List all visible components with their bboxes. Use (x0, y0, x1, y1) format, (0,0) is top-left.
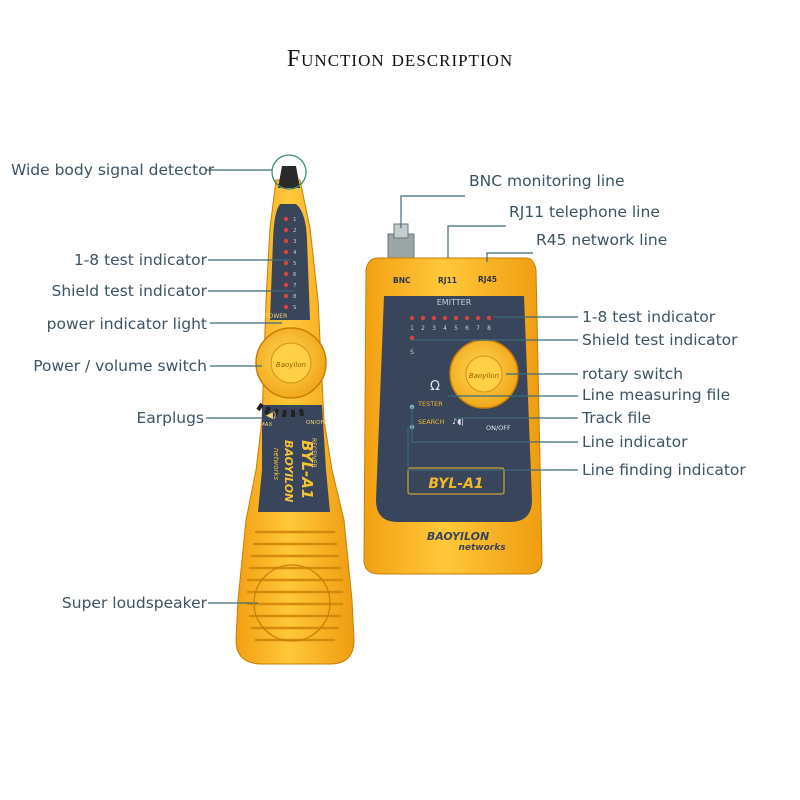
emitter-unit (363, 223, 543, 575)
volume-scale (256, 402, 304, 418)
search-label: SEARCH (418, 418, 444, 426)
receiver-led-3 (283, 238, 289, 244)
emitter-led-label: 2 (421, 325, 425, 332)
label-power-volume-switch: Power / volume switch (33, 357, 207, 375)
emitter-led-label: 4 (443, 325, 447, 332)
emitter-led-label: 1 (410, 325, 414, 332)
receiver-receiver-text: RECEIVER (310, 438, 317, 468)
emitter-led-7 (475, 315, 481, 321)
receiver-lower-panel (258, 405, 330, 512)
emitter-badge: Baoyilon (469, 372, 499, 380)
receiver-led-panel (270, 204, 310, 320)
detector-tip (278, 166, 300, 188)
emitter-brand-sub: networks (458, 543, 506, 553)
emitter-led-4 (442, 315, 448, 321)
receiver-led-5 (283, 260, 289, 266)
receiver-probe (235, 166, 355, 665)
emitter-led-label: 3 (432, 325, 436, 332)
emitter-led-5 (453, 315, 459, 321)
receiver-onoff-text: ON/OFF (306, 420, 327, 426)
receiver-model: BYL-A1 (298, 440, 316, 499)
receiver-badge: Baoyilon (276, 361, 306, 369)
emitter-model: BYL-A1 (428, 476, 483, 492)
receiver-brand-name: BAOYILON (282, 440, 295, 502)
label-bnc-monitoring-line: BNC monitoring line (469, 172, 625, 190)
label-track-file: Track file (582, 409, 652, 427)
receiver-led-1 (283, 216, 289, 222)
receiver-led-label: 6 (293, 272, 297, 278)
port-rj11-label: RJ11 (438, 276, 457, 285)
label-receiver-test-indicator: 1-8 test indicator (73, 251, 207, 269)
receiver-led-label: 2 (293, 228, 297, 234)
label-super-loudspeaker: Super loudspeaker (61, 594, 207, 612)
label-line-finding-indicator: Line finding indicator (582, 461, 746, 479)
label-line-indicator: Line indicator (582, 433, 688, 451)
receiver-led-label: 1 (293, 217, 297, 223)
emitter-brand-name: BAOYILON (427, 530, 489, 543)
track-file-symbol: ♪◖| (452, 417, 464, 426)
label-receiver-shield-test: Shield test indicator (51, 282, 208, 300)
emitter-label: EMITTER (437, 298, 472, 307)
emitter-led-8 (486, 315, 492, 321)
emitter-onoff-label: ON/OFF (486, 424, 511, 432)
label-wide-body-signal-detector: Wide body signal detector (11, 161, 215, 179)
emitter-led-2 (420, 315, 426, 321)
receiver-led-8 (283, 293, 289, 299)
receiver-brand-sub: networks (272, 448, 280, 480)
callout-lines (206, 154, 578, 642)
label-earplugs: Earplugs (136, 409, 204, 427)
receiver-power-text: POWER (265, 313, 287, 320)
label-r45-network-line: R45 network line (536, 231, 668, 249)
tester-label: TESTER (417, 400, 443, 408)
emitter-led-label: 8 (487, 325, 491, 332)
receiver-led-7 (283, 282, 289, 288)
receiver-led-2 (283, 227, 289, 233)
receiver-leds: 1 2 3 4 5 6 7 8S (283, 216, 297, 311)
emitter-led-3 (431, 315, 437, 321)
receiver-led-label: 5 (293, 261, 297, 267)
port-bnc-label: BNC (393, 276, 411, 285)
speaker-small-icon: ◀) (266, 411, 276, 421)
ohm-symbol: Ω (430, 379, 440, 394)
receiver-led-4 (283, 249, 289, 255)
emitter-shield-led-label: S (410, 349, 414, 356)
emitter-led-label: 6 (465, 325, 469, 332)
page-title: Function description (286, 46, 514, 72)
receiver-led-S (283, 304, 289, 310)
label-rj11-telephone-line: RJ11 telephone line (509, 203, 660, 221)
receiver-led-label: 7 (293, 283, 297, 289)
label-line-measuring-file: Line measuring file (582, 386, 731, 404)
label-power-indicator-light: power indicator light (46, 315, 207, 333)
emitter-led-label: 7 (476, 325, 480, 332)
receiver-max-text: MAX (260, 422, 273, 428)
receiver-led-label: S (293, 305, 297, 311)
receiver-led-6 (283, 271, 289, 277)
port-rj45-label: RJ45 (478, 275, 497, 284)
receiver-led-label: 3 (293, 239, 297, 245)
speaker-grille (246, 530, 344, 642)
emitter-led-1 (409, 315, 415, 321)
label-rotary-switch: rotary switch (582, 365, 684, 383)
label-emitter-test-indicator: 1-8 test indicator (582, 308, 716, 326)
emitter-led-6 (464, 315, 470, 321)
emitter-shield-led (409, 335, 415, 341)
label-emitter-shield-test: Shield test indicator (582, 331, 738, 349)
receiver-led-label: 4 (293, 250, 297, 256)
emitter-led-label: 5 (454, 325, 458, 332)
receiver-led-label: 8 (293, 294, 297, 300)
